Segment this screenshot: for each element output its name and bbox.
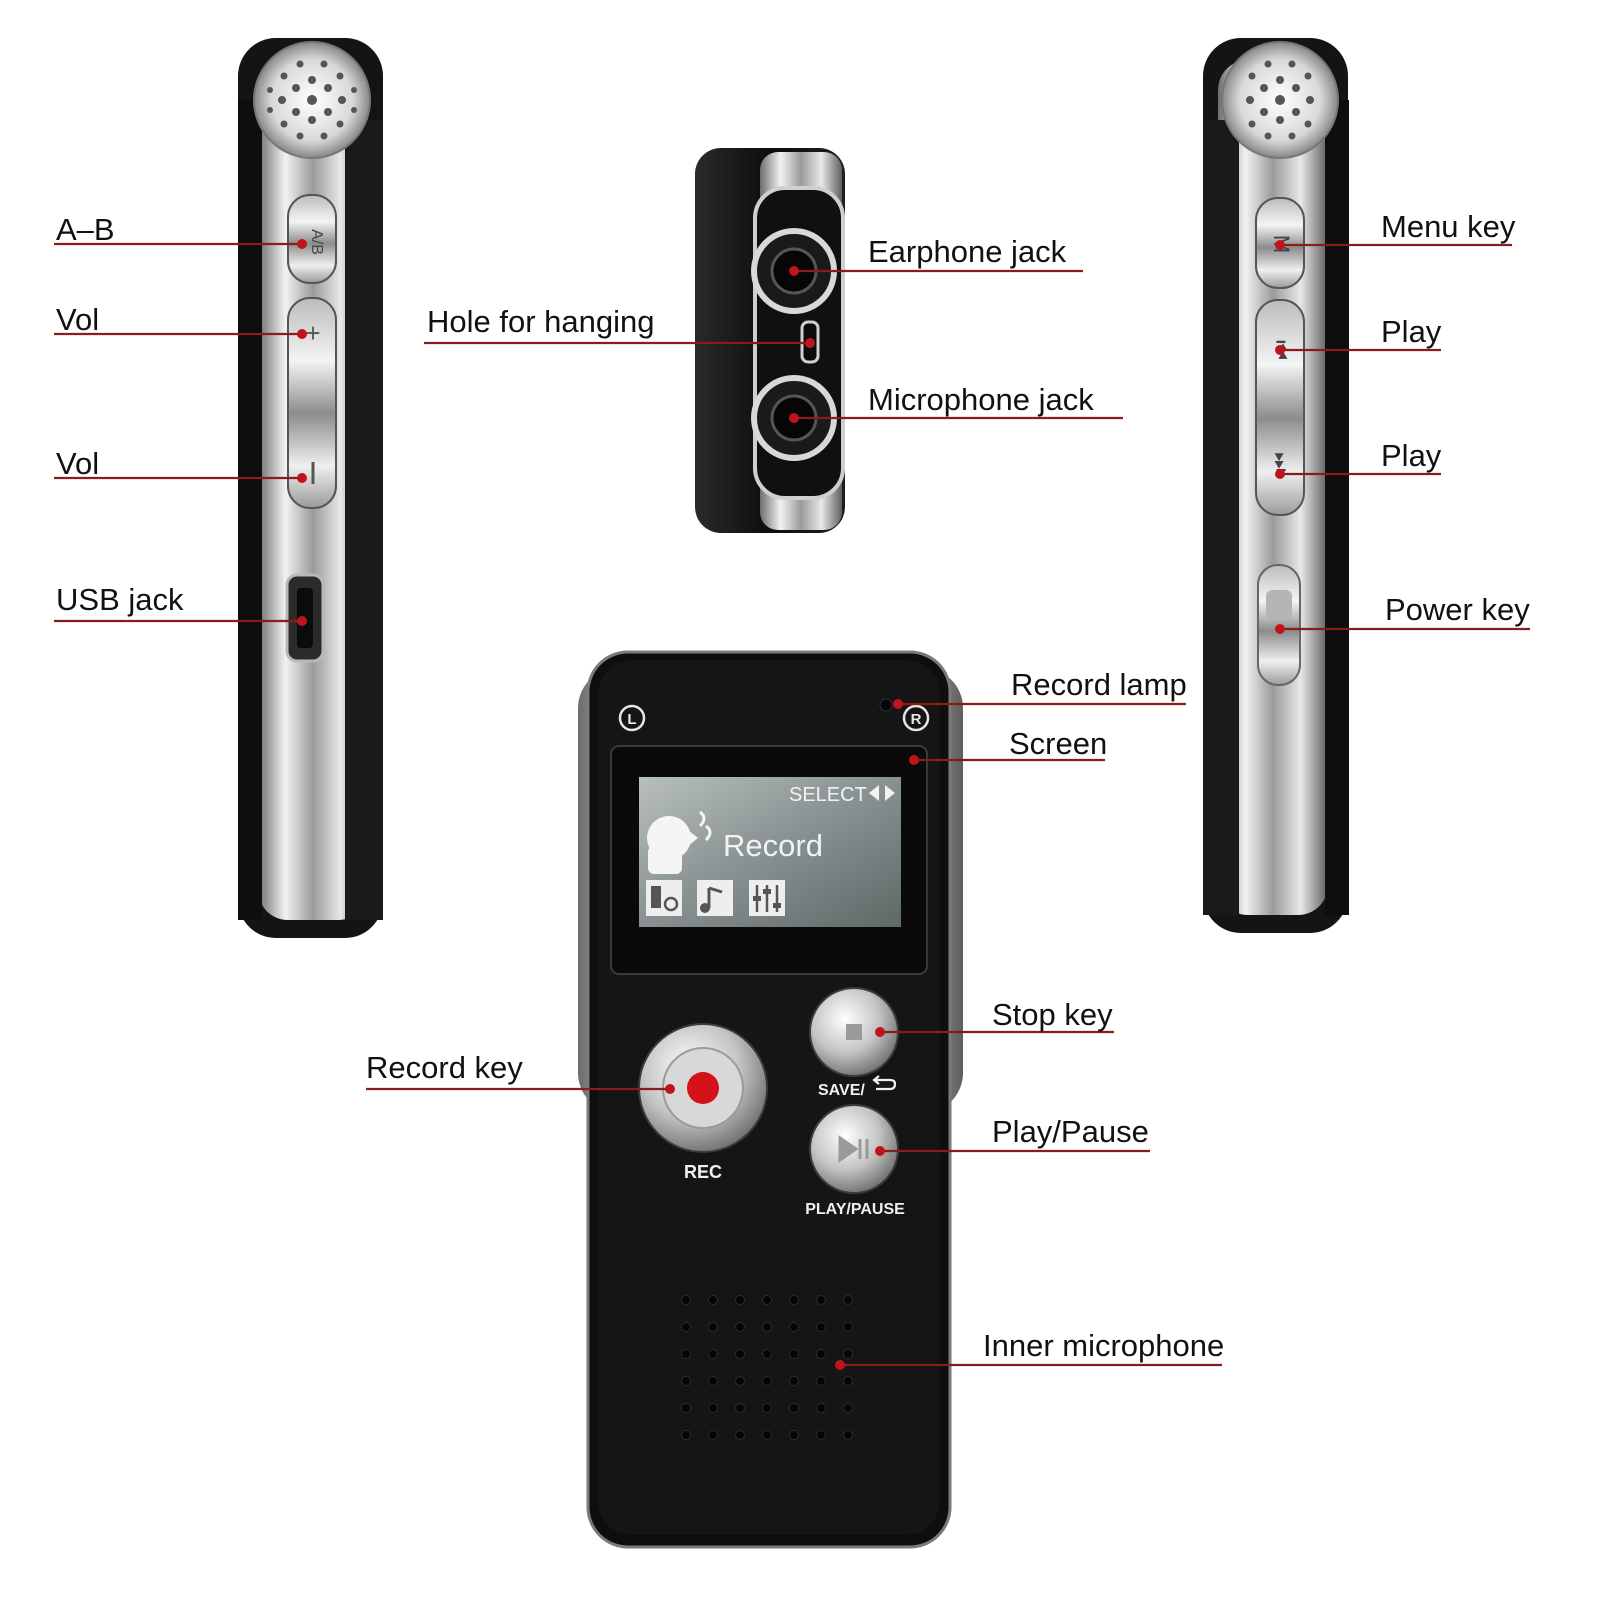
- callout-lines: [54, 239, 1530, 1370]
- label-usb-jack: USB jack: [56, 582, 184, 617]
- speaker-hole: [789, 1376, 799, 1386]
- label-vol-down: Vol: [56, 446, 99, 481]
- settings-mode-icon: [749, 880, 785, 916]
- label-stop-key: Stop key: [992, 997, 1113, 1032]
- volume-plus-mark: +: [305, 318, 320, 348]
- speaker-hole: [708, 1295, 718, 1305]
- label-play-pause: Play/Pause: [992, 1114, 1149, 1149]
- label-earphone-jack: Earphone jack: [868, 234, 1067, 269]
- right-channel-label: R: [911, 711, 922, 728]
- speaker-hole: [816, 1376, 826, 1386]
- speaker-hole: [789, 1403, 799, 1413]
- speaker-hole: [708, 1349, 718, 1359]
- record-button[interactable]: [638, 1023, 768, 1153]
- volume-rocker[interactable]: [287, 297, 337, 509]
- speaker-hole: [816, 1322, 826, 1332]
- label-menu-key: Menu key: [1381, 209, 1516, 244]
- speaker-hole: [735, 1403, 745, 1413]
- speaker-hole: [762, 1403, 772, 1413]
- speaker-hole: [708, 1403, 718, 1413]
- label-screen: Screen: [1009, 726, 1107, 761]
- top-end-view: [695, 148, 845, 533]
- speaker-hole: [816, 1349, 826, 1359]
- speaker-hole: [708, 1322, 718, 1332]
- right-arrow-icon: [885, 785, 895, 801]
- screen: SELECT Record: [610, 745, 928, 975]
- speaker-hole: [762, 1376, 772, 1386]
- skip-rocker[interactable]: [1255, 299, 1305, 516]
- ab-button-label: A/B: [308, 229, 325, 255]
- right-side-view: M ⏮ ⏭: [1203, 38, 1349, 933]
- speaker-hole: [816, 1403, 826, 1413]
- lcd-select-text: SELECT: [789, 784, 867, 806]
- label-record-key: Record key: [366, 1050, 523, 1085]
- next-track-icon: ⏭: [1269, 452, 1294, 472]
- speaker-hole: [843, 1430, 853, 1440]
- label-play-previous: Play: [1381, 314, 1442, 349]
- right-channel-badge: [902, 704, 930, 732]
- label-hole-for-hanging: Hole for hanging: [427, 304, 655, 339]
- speaker-hole: [681, 1376, 691, 1386]
- stop-icon: [846, 1024, 862, 1040]
- speaker-hole: [735, 1349, 745, 1359]
- speaker-hole: [735, 1322, 745, 1332]
- speaker-hole: [762, 1430, 772, 1440]
- left-side-view: A/B +: [238, 38, 383, 938]
- front-view: L R SELECT Record: [578, 650, 963, 1549]
- speaker-hole: [816, 1430, 826, 1440]
- label-ab: A–B: [56, 212, 115, 247]
- speaker-hole: [735, 1376, 745, 1386]
- speaker-hole: [708, 1376, 718, 1386]
- speaker-hole: [762, 1349, 772, 1359]
- left-mic-grille: [267, 60, 357, 140]
- speaker-hole: [681, 1295, 691, 1305]
- label-power-key: Power key: [1385, 592, 1530, 627]
- left-channel-badge: [618, 704, 646, 732]
- speaker-grille: [681, 1295, 853, 1440]
- speaker-hole: [789, 1322, 799, 1332]
- back-arrow-icon: [872, 1075, 897, 1091]
- speaker-hole: [762, 1295, 772, 1305]
- play-pause-key-label: PLAY/PAUSE: [805, 1201, 905, 1218]
- record-mode-icon: [646, 880, 682, 916]
- right-mic-grille: [1246, 60, 1314, 140]
- speaker-hole: [843, 1376, 853, 1386]
- speaker-hole: [843, 1403, 853, 1413]
- play-pause-button[interactable]: [809, 1104, 899, 1194]
- left-arrow-icon: [869, 785, 879, 801]
- speaker-hole: [735, 1295, 745, 1305]
- lcd-record-text: Record: [723, 828, 823, 863]
- label-record-lamp: Record lamp: [1011, 667, 1187, 702]
- speaker-hole: [843, 1295, 853, 1305]
- speaker-hole: [735, 1430, 745, 1440]
- callout-labels: A–B Vol Vol USB jack Hole for hanging Ea…: [56, 209, 1530, 1363]
- record-lamp-led: [879, 698, 893, 712]
- record-dot-icon: [687, 1072, 719, 1104]
- speaker-hole: [789, 1295, 799, 1305]
- speaker-hole: [762, 1322, 772, 1332]
- save-label: SAVE/: [818, 1082, 865, 1099]
- speaker-hole: [681, 1430, 691, 1440]
- speaker-hole: [843, 1349, 853, 1359]
- speaker-hole: [789, 1430, 799, 1440]
- label-microphone-jack: Microphone jack: [868, 382, 1094, 417]
- speaker-hole: [681, 1403, 691, 1413]
- left-channel-label: L: [627, 711, 636, 728]
- speaker-hole: [681, 1322, 691, 1332]
- music-mode-icon: [697, 880, 733, 916]
- speaker-hole: [708, 1430, 718, 1440]
- label-inner-microphone: Inner microphone: [983, 1328, 1224, 1363]
- play-pause-icon: [838, 1135, 869, 1163]
- speaker-hole: [816, 1295, 826, 1305]
- label-vol-up: Vol: [56, 302, 99, 337]
- speaker-hole: [789, 1349, 799, 1359]
- speaker-hole: [681, 1349, 691, 1359]
- speaker-hole: [843, 1322, 853, 1332]
- ab-button[interactable]: [287, 194, 337, 284]
- label-play-next: Play: [1381, 438, 1442, 473]
- speaking-head-icon: [647, 810, 712, 874]
- rec-label: REC: [684, 1162, 722, 1182]
